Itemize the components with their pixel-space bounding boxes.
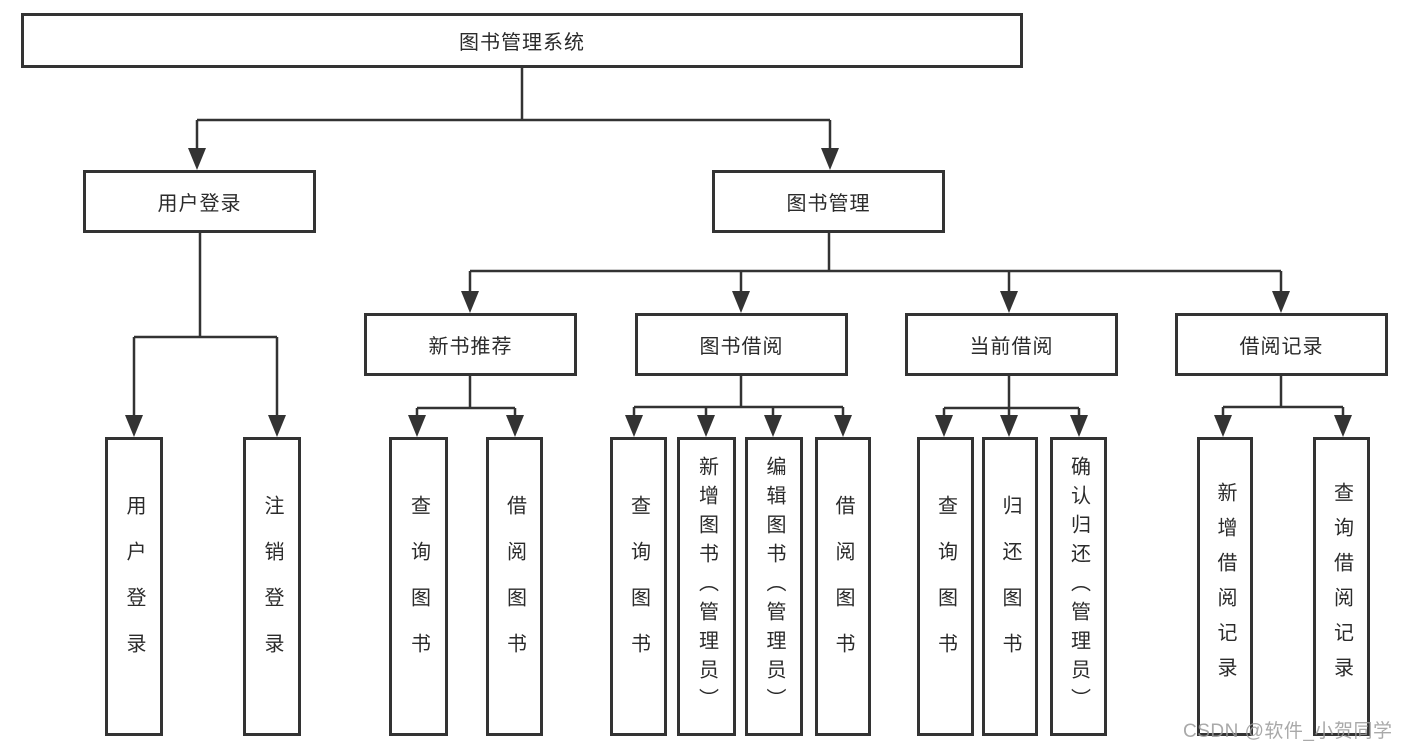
csdn-watermark: CSDN @软件_小贺同学 xyxy=(1183,721,1393,742)
leaf-label: 注销登录 xyxy=(261,494,283,679)
leaf-label: 借阅图书 xyxy=(832,494,854,679)
leaf-br-add-borrow-record: 新增借阅记录 xyxy=(1197,437,1253,736)
leaf-label: 用户登录 xyxy=(123,494,145,679)
node-label: 图书管理 xyxy=(786,193,871,215)
node-book-management: 图书管理 xyxy=(712,170,945,233)
node-label: 借阅记录 xyxy=(1239,336,1324,358)
leaf-label: 查询图书 xyxy=(934,494,957,679)
leaf-cb-query-books: 查询图书 xyxy=(917,437,974,736)
leaf-nb-borrow-books: 借阅图书 xyxy=(486,437,543,736)
leaf-bb-add-books-admin: 新增图书（管理员） xyxy=(677,437,736,736)
node-root-system: 图书管理系统 xyxy=(21,13,1023,68)
leaf-label: 查询图书 xyxy=(407,494,430,679)
leaf-bb-edit-books-admin: 编辑图书（管理员） xyxy=(745,437,803,736)
node-user-login: 用户登录 xyxy=(83,170,316,233)
node-book-borrowing: 图书借阅 xyxy=(635,313,848,376)
leaf-logout-login: 注销登录 xyxy=(243,437,301,736)
leaf-bb-borrow-books: 借阅图书 xyxy=(815,437,871,736)
leaf-cb-confirm-return-admin: 确认归还（管理员） xyxy=(1050,437,1107,736)
arrow-down-icons xyxy=(125,148,1352,437)
leaf-label: 新增借阅记录 xyxy=(1214,481,1236,692)
leaf-label: 新增图书（管理员） xyxy=(695,456,718,717)
leaf-cb-return-books: 归还图书 xyxy=(982,437,1038,736)
node-label: 当前借阅 xyxy=(969,336,1054,358)
node-label: 新书推荐 xyxy=(428,336,513,358)
node-label: 图书借阅 xyxy=(699,336,784,358)
leaf-nb-query-books: 查询图书 xyxy=(389,437,448,736)
leaf-label: 编辑图书（管理员） xyxy=(763,456,785,717)
node-borrow-record: 借阅记录 xyxy=(1175,313,1388,376)
leaf-user-login: 用户登录 xyxy=(105,437,163,736)
node-new-book-recommend: 新书推荐 xyxy=(364,313,577,376)
leaf-bb-query-books: 查询图书 xyxy=(610,437,667,736)
node-label: 用户登录 xyxy=(157,193,242,215)
leaf-label: 归还图书 xyxy=(999,494,1021,679)
node-current-borrow: 当前借阅 xyxy=(905,313,1118,376)
leaf-label: 借阅图书 xyxy=(503,494,526,679)
leaf-label: 确认归还（管理员） xyxy=(1067,456,1090,717)
leaf-label: 查询借阅记录 xyxy=(1330,481,1353,692)
node-label: 图书管理系统 xyxy=(459,32,585,54)
leaf-label: 查询图书 xyxy=(627,494,650,679)
leaf-br-query-borrow-record: 查询借阅记录 xyxy=(1313,437,1370,736)
